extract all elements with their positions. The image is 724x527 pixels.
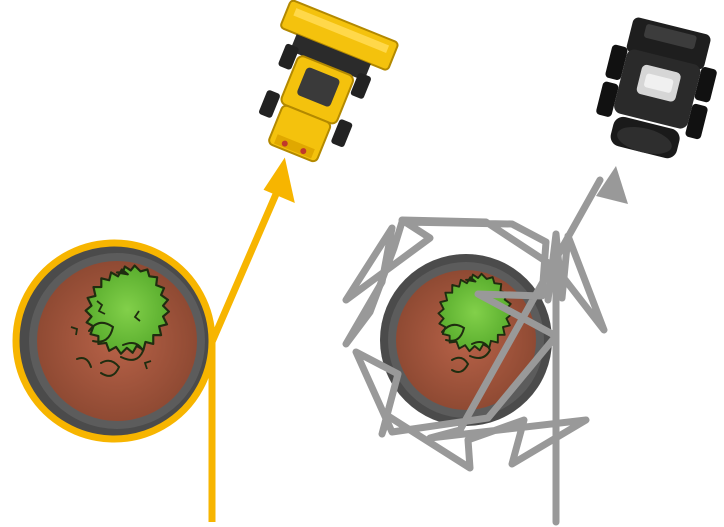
right-potted-plant-icon xyxy=(380,254,552,426)
left-arrow-head-icon xyxy=(264,155,310,203)
black-robot-vehicle-icon xyxy=(589,13,724,165)
yellow-wheel-loader-icon xyxy=(238,0,399,175)
left-scene xyxy=(16,0,399,522)
right-scene xyxy=(346,13,724,522)
